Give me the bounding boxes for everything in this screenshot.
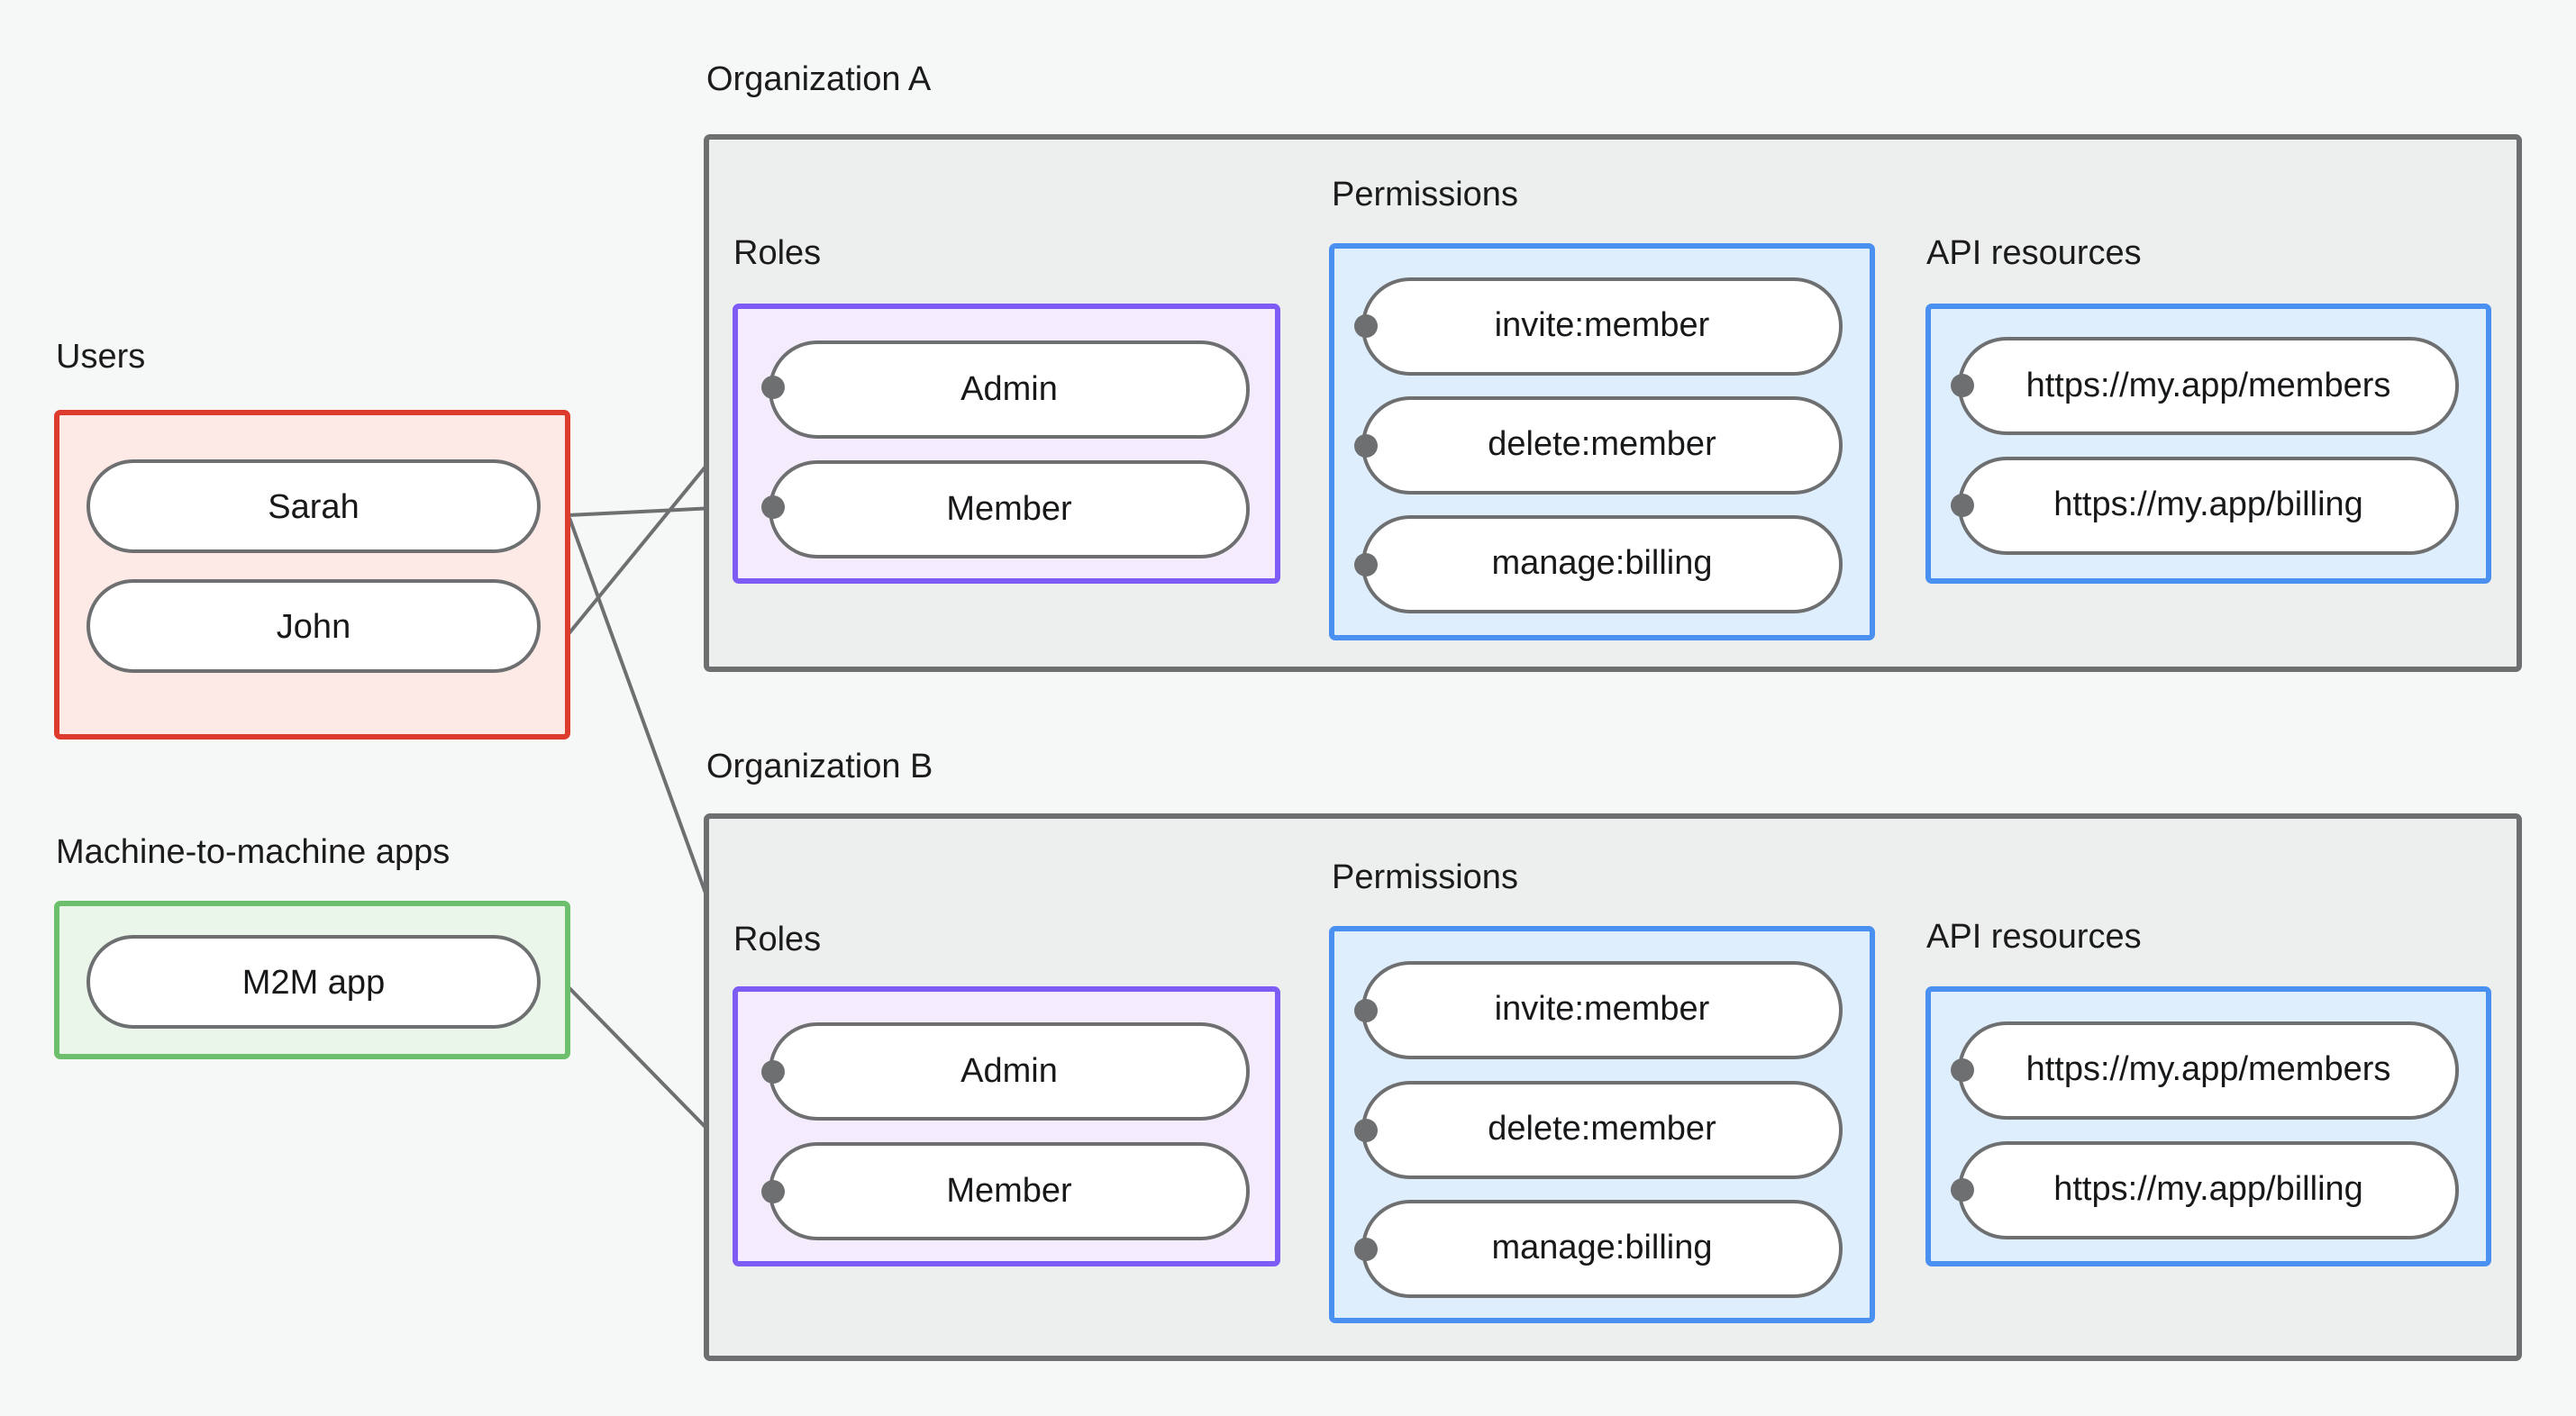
organization-a-api-resource-billing-label: https://my.app/billing bbox=[2053, 486, 2363, 523]
organization-b-permission-delete-member-label: delete:member bbox=[1488, 1110, 1716, 1148]
users-item-sarah-label: Sarah bbox=[268, 488, 359, 526]
organization-a-permission-delete-member[interactable]: delete:member bbox=[1361, 396, 1843, 495]
m2m-item-app-pill[interactable] bbox=[86, 935, 541, 1029]
m2m-item-app-label: M2M app bbox=[242, 964, 385, 1002]
organization-b-api-resource-members[interactable]: https://my.app/members bbox=[1958, 1021, 2459, 1120]
m2m-group-label: Machine-to-machine apps bbox=[56, 833, 450, 871]
organization-a-permissions-label: Permissions bbox=[1332, 176, 1518, 213]
users-item-sarah[interactable]: Sarah bbox=[86, 459, 541, 553]
organization-a: Organization A Roles Admin Member Permis… bbox=[704, 60, 2522, 672]
edge-dot-orgB-delete-in bbox=[1354, 1119, 1378, 1142]
organization-a-permission-manage-billing-label: manage:billing bbox=[1491, 544, 1712, 582]
organization-a-api-resource-members-label: https://my.app/members bbox=[2026, 367, 2391, 404]
organization-b-api-resource-members-label: https://my.app/members bbox=[2026, 1050, 2391, 1088]
organization-b: Organization B Roles Admin Member Permis… bbox=[704, 748, 2522, 1361]
users-item-john-label: John bbox=[277, 608, 350, 646]
organization-a-role-admin[interactable]: Admin bbox=[769, 340, 1250, 439]
organization-b-roles-label: Roles bbox=[733, 921, 821, 958]
edge-dot-orgA-invite-in bbox=[1354, 314, 1378, 338]
organization-a-api-resources-label: API resources bbox=[1926, 234, 2142, 272]
organization-b-api-resource-billing[interactable]: https://my.app/billing bbox=[1958, 1141, 2459, 1239]
organization-a-permission-invite-member-label: invite:member bbox=[1495, 306, 1710, 344]
edge-dot-orgB-invite-in bbox=[1354, 999, 1378, 1022]
edge-dot-orgA-member-in bbox=[761, 495, 785, 519]
organization-b-permission-manage-billing[interactable]: manage:billing bbox=[1361, 1200, 1843, 1298]
edge-dot-orgA-billing-in bbox=[1951, 494, 1974, 517]
organization-b-label: Organization B bbox=[706, 748, 933, 785]
organization-a-roles-label: Roles bbox=[733, 234, 821, 272]
organization-a-permission-delete-member-label: delete:member bbox=[1488, 425, 1716, 463]
edge-dot-orgB-members-in bbox=[1951, 1058, 1974, 1082]
organization-b-api-resources-label: API resources bbox=[1926, 918, 2142, 956]
organization-b-permission-invite-member[interactable]: invite:member bbox=[1361, 961, 1843, 1059]
users-item-john[interactable]: John bbox=[86, 579, 541, 673]
organization-a-role-member-label: Member bbox=[946, 490, 1072, 528]
edge-endpoint-layer bbox=[761, 314, 1974, 1261]
organization-b-permission-delete-member[interactable]: delete:member bbox=[1361, 1081, 1843, 1179]
organization-b-role-member-label: Member bbox=[946, 1172, 1072, 1210]
organization-b-permission-manage-billing-label: manage:billing bbox=[1491, 1229, 1712, 1266]
organization-a-label: Organization A bbox=[706, 60, 932, 98]
edge-dot-orgA-manage-in bbox=[1354, 553, 1378, 576]
organization-b-role-member[interactable]: Member bbox=[769, 1142, 1250, 1240]
edge-dot-orgA-delete-in bbox=[1354, 434, 1378, 458]
organization-a-api-resource-billing[interactable]: https://my.app/billing bbox=[1958, 457, 2459, 555]
organization-b-role-admin[interactable]: Admin bbox=[769, 1022, 1250, 1121]
users-group-label: Users bbox=[56, 338, 145, 376]
users-group: Users Sarah John bbox=[54, 338, 570, 740]
edge-dot-orgA-members-in bbox=[1951, 374, 1974, 397]
edge-dot-orgB-member-in bbox=[761, 1180, 785, 1203]
edge-dot-orgB-admin-in bbox=[761, 1060, 785, 1084]
organization-a-role-admin-label: Admin bbox=[960, 370, 1058, 408]
users-item-john-pill[interactable] bbox=[86, 579, 541, 673]
organization-b-api-resource-billing-label: https://my.app/billing bbox=[2053, 1170, 2363, 1208]
organization-b-role-admin-label: Admin bbox=[960, 1052, 1058, 1090]
users-item-sarah-pill[interactable] bbox=[86, 459, 541, 553]
organization-a-permission-manage-billing[interactable]: manage:billing bbox=[1361, 515, 1843, 613]
organization-a-role-member[interactable]: Member bbox=[769, 460, 1250, 558]
m2m-group: Machine-to-machine apps M2M app bbox=[54, 833, 570, 1059]
organization-b-permission-invite-member-label: invite:member bbox=[1495, 990, 1710, 1028]
m2m-item-app[interactable]: M2M app bbox=[86, 935, 541, 1029]
organization-a-permission-invite-member[interactable]: invite:member bbox=[1361, 277, 1843, 376]
edge-dot-orgA-admin-in bbox=[761, 376, 785, 399]
edge-dot-orgB-billing-in bbox=[1951, 1178, 1974, 1202]
organization-a-api-resource-members[interactable]: https://my.app/members bbox=[1958, 337, 2459, 435]
organization-b-permissions-label: Permissions bbox=[1332, 858, 1518, 896]
edge-dot-orgB-manage-in bbox=[1354, 1238, 1378, 1261]
